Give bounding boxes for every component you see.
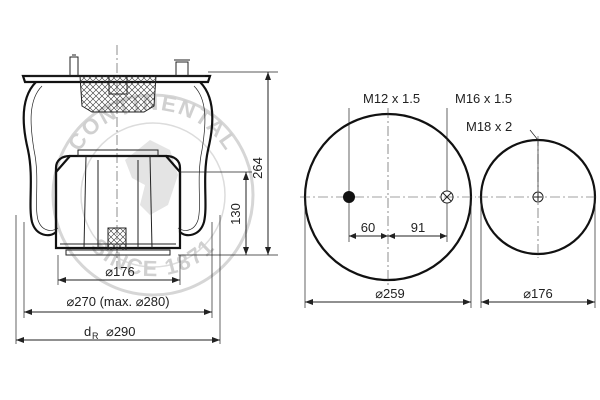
dim-dia-reference-symbol: d [84, 324, 91, 339]
dim-height-piston: 130 [228, 203, 243, 225]
stud-right [175, 61, 189, 77]
bellow-outline [22, 81, 214, 237]
dim-bottom-plate-diameter: ⌀176 [523, 286, 553, 301]
watermark-seal: CONTINENTAL SINCE 1871 [51, 90, 255, 297]
piston-bolt [107, 227, 127, 251]
dim-dia-bellow: ⌀270 (max. ⌀280) [66, 294, 169, 309]
thread-hole-m12 [343, 191, 355, 203]
watermark-horse-icon [125, 140, 178, 215]
label-thread-m16: M16 x 1.5 [455, 91, 512, 106]
bottom-plate-view: M18 x 2 ⌀176 [466, 119, 598, 308]
air-spring-side-view: 264 130 ⌀176 ⌀270 (max. ⌀280) d R ⌀290 [15, 45, 278, 344]
dim-dia-reference-sub: R [92, 331, 99, 341]
dim-height-overall: 264 [250, 157, 265, 179]
label-thread-m18: M18 x 2 [466, 119, 512, 134]
dim-dia-piston: ⌀176 [105, 264, 135, 279]
dim-offset-91: 91 [411, 220, 425, 235]
dim-offset-60: 60 [361, 220, 375, 235]
dim-dia-reference-value: ⌀290 [106, 324, 136, 339]
dim-top-plate-diameter: ⌀259 [375, 286, 405, 301]
label-thread-m12: M12 x 1.5 [363, 91, 420, 106]
thread-hole-m18 [532, 191, 544, 203]
stud-left [69, 56, 79, 77]
top-plate-view: M12 x 1.5 M16 x 1.5 60 91 ⌀259 [300, 91, 512, 308]
